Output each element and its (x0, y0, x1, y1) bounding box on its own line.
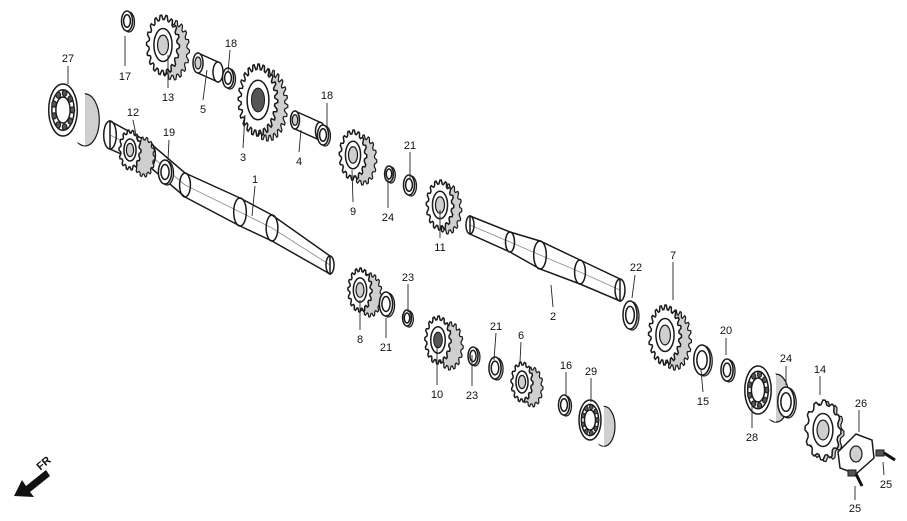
circlip-22 (622, 300, 640, 331)
label-6: 6 (518, 330, 524, 342)
bushing-5 (192, 51, 224, 84)
label-23-lower: 23 (466, 390, 478, 402)
washer-18-lower (316, 124, 332, 147)
label-15: 15 (697, 396, 709, 408)
washer-21-upper (402, 174, 418, 197)
label-23-upper: 23 (402, 272, 414, 284)
parts-layer (47, 10, 896, 487)
bearing-27 (47, 83, 100, 147)
gear-8 (347, 267, 383, 318)
circlip-23-lower (467, 346, 481, 367)
label-20: 20 (720, 325, 732, 337)
label-8: 8 (357, 334, 363, 346)
seal-24-lower (777, 386, 797, 419)
countershaft-2 (465, 214, 626, 303)
label-12: 12 (127, 107, 139, 119)
label-19: 19 (163, 127, 175, 139)
label-2: 2 (550, 311, 556, 323)
label-24-lower: 24 (780, 353, 792, 365)
label-18-lower: 18 (321, 90, 333, 102)
gear-12 (118, 129, 156, 178)
label-7: 7 (670, 250, 676, 262)
gear-7 (647, 304, 693, 371)
gear-9 (338, 129, 378, 186)
gear-6 (510, 361, 544, 408)
direction-label: FR (35, 454, 54, 473)
gear-10 (424, 315, 464, 371)
circlip-24-upper (383, 165, 397, 184)
arrow-down-left-icon (14, 470, 50, 497)
label-17: 17 (119, 71, 131, 83)
label-1: 1 (252, 174, 258, 186)
label-21-middle: 21 (380, 342, 392, 354)
label-3: 3 (240, 152, 246, 164)
label-28: 28 (746, 432, 758, 444)
bolt-25-right (875, 449, 896, 462)
washer-21-middle (378, 291, 396, 318)
washer-17 (120, 10, 136, 33)
label-25-right: 25 (880, 479, 892, 491)
label-5: 5 (200, 104, 206, 116)
label-25-lower: 25 (849, 503, 861, 515)
leader-lines (67, 36, 885, 500)
label-27: 27 (62, 53, 74, 65)
plate-26 (837, 433, 875, 475)
label-16: 16 (560, 360, 572, 372)
label-29: 29 (585, 366, 597, 378)
label-24-upper: 24 (382, 212, 394, 224)
gear-3 (237, 63, 289, 142)
sprocket-14 (804, 399, 845, 463)
label-13: 13 (162, 92, 174, 104)
label-10: 10 (431, 389, 443, 401)
gear-11 (425, 179, 463, 235)
label-9: 9 (350, 206, 356, 218)
label-21-lower: 21 (490, 321, 502, 333)
washer-18-upper (221, 67, 237, 90)
bolt-25-lower (847, 469, 864, 487)
label-18-upper: 18 (225, 38, 237, 50)
label-21-upper: 21 (404, 140, 416, 152)
bearing-28 (744, 365, 790, 423)
bearing-29 (578, 399, 616, 447)
part-number-labels: 17 13 5 18 3 27 12 19 4 18 9 24 21 11 1 … (62, 38, 892, 515)
label-11: 11 (434, 242, 445, 254)
gear-13 (145, 14, 191, 81)
label-14: 14 (814, 364, 826, 376)
washer-16 (557, 394, 573, 417)
label-4: 4 (296, 156, 302, 168)
circlip-19 (157, 159, 175, 186)
label-22: 22 (630, 262, 642, 274)
front-direction-indicator: FR (14, 454, 54, 497)
circlip-23-upper (401, 309, 415, 328)
washer-20 (720, 358, 736, 383)
washer-15 (693, 344, 713, 377)
washer-21-lower (488, 356, 504, 381)
label-26: 26 (855, 398, 867, 410)
